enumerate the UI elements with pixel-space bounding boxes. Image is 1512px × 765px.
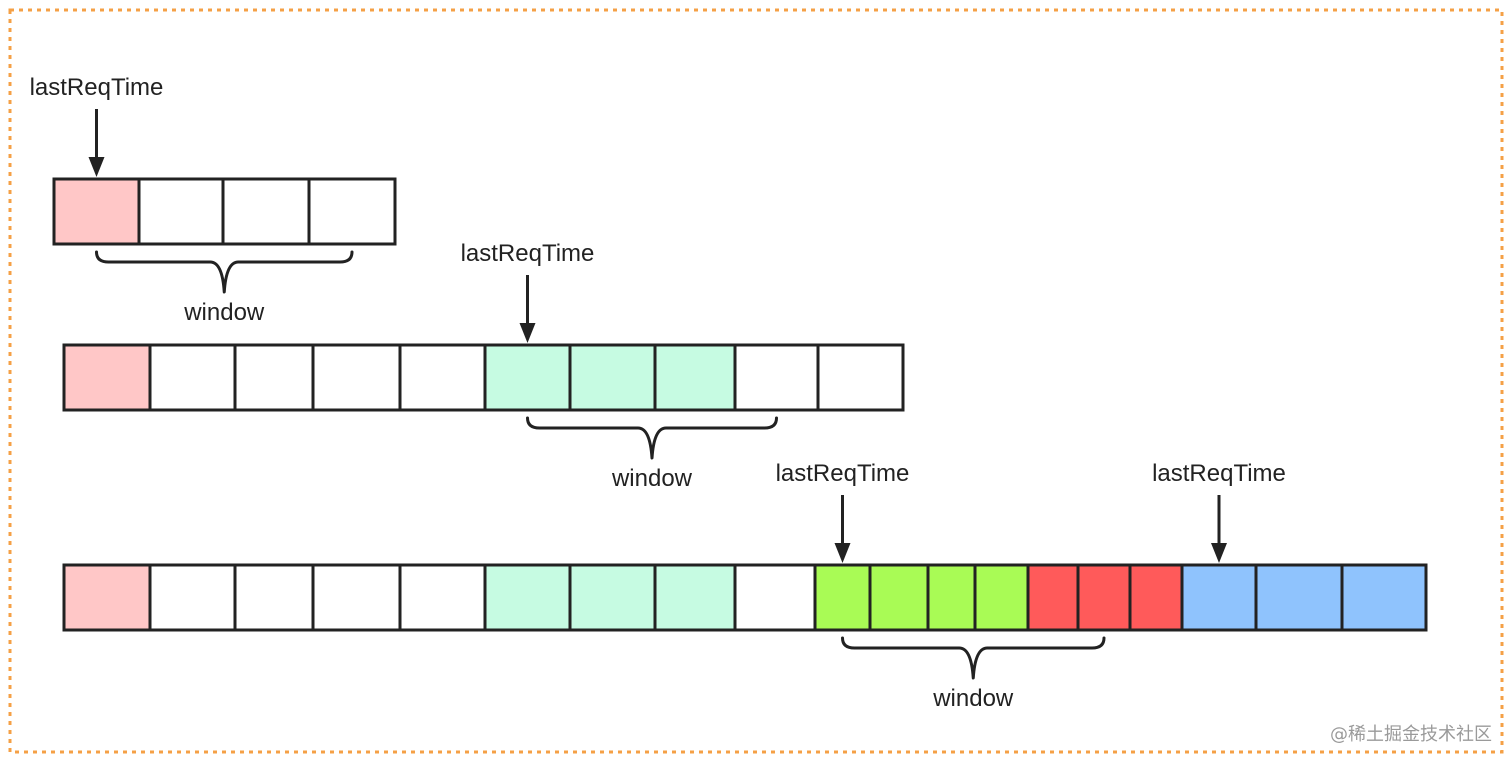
slot-cell-white xyxy=(311,343,402,412)
slot-cell-mint xyxy=(568,563,657,632)
pointer-arrow-head xyxy=(834,543,851,563)
slot-cell-red xyxy=(1026,563,1080,632)
slot-cell-mint xyxy=(483,563,572,632)
last-req-time-label: lastReqTime xyxy=(461,240,595,267)
window-brace xyxy=(841,636,1106,680)
slot-cell-pink xyxy=(62,563,152,632)
timeline-row-3: lastReqTime lastReqTime window xyxy=(62,460,1428,712)
watermark: @稀土掘金技术社区 xyxy=(1330,724,1492,745)
slot-cell-white xyxy=(398,343,487,412)
last-req-time-label: lastReqTime xyxy=(1152,460,1286,487)
slot-cell-mint xyxy=(483,343,572,412)
window-brace xyxy=(526,416,778,460)
slot-cell-white xyxy=(233,343,315,412)
slot-cell-pink xyxy=(62,343,152,412)
slot-cell-red xyxy=(1128,563,1184,632)
slot-cell-lime xyxy=(868,563,930,632)
slot-cell-pink xyxy=(52,177,141,246)
pointer-arrow-head xyxy=(88,157,105,177)
slot-cell-white xyxy=(148,563,237,632)
slot-cell-lime xyxy=(926,563,977,632)
slot-cell-white xyxy=(733,343,820,412)
slot-cell-white xyxy=(307,177,397,246)
slot-cell-lime xyxy=(813,563,872,632)
slot-cell-mint xyxy=(653,563,737,632)
slot-cell-blue xyxy=(1180,563,1258,632)
slot-cell-mint xyxy=(568,343,657,412)
window-label: window xyxy=(611,465,693,492)
pointer-arrow-head xyxy=(1211,543,1227,563)
slot-cell-mint xyxy=(653,343,737,412)
timeline-row-2: lastReqTime window xyxy=(62,240,905,492)
window-brace xyxy=(95,250,354,294)
slot-cell-blue xyxy=(1340,563,1428,632)
window-label: window xyxy=(932,685,1014,712)
timeline-row-1: lastReqTime window xyxy=(30,74,397,326)
slot-cell-white xyxy=(221,177,311,246)
last-req-time-label: lastReqTime xyxy=(776,460,910,487)
slot-cell-white xyxy=(733,563,817,632)
last-req-time-label: lastReqTime xyxy=(30,74,164,101)
slot-cell-blue xyxy=(1254,563,1344,632)
window-label: window xyxy=(183,299,265,326)
slot-cell-red xyxy=(1076,563,1132,632)
slot-cell-white xyxy=(148,343,237,412)
slot-cell-white xyxy=(311,563,402,632)
slot-cell-white xyxy=(398,563,487,632)
slot-cell-white xyxy=(233,563,315,632)
slot-cell-white xyxy=(137,177,225,246)
pointer-arrow-head xyxy=(519,323,536,343)
outer-frame xyxy=(8,8,1504,754)
slot-cell-white xyxy=(816,343,905,412)
slot-cell-lime xyxy=(973,563,1030,632)
